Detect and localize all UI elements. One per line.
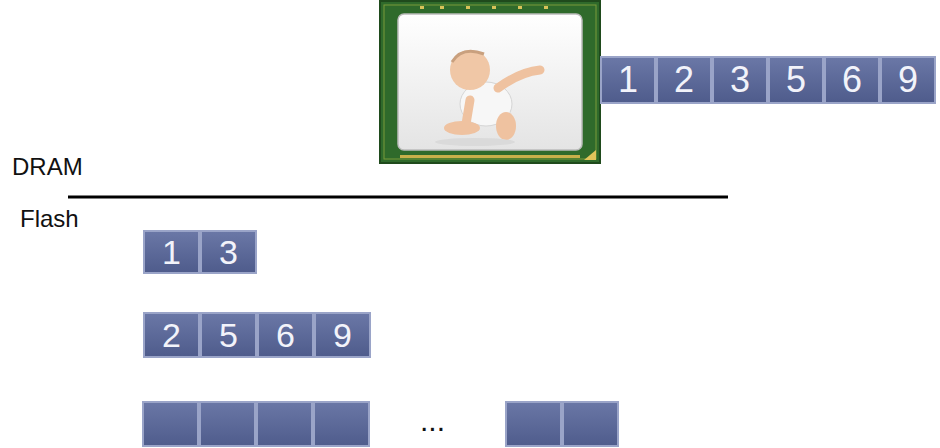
cell-number: 3 (730, 62, 750, 98)
chip-pad (544, 6, 548, 9)
memory-label: DRAM (12, 154, 83, 180)
cell-number: 3 (219, 235, 238, 269)
baby-leg (496, 112, 516, 140)
memory-cell: 2 (656, 56, 712, 104)
empty-cell (200, 402, 255, 446)
chip-trace (384, 5, 596, 159)
baby-head (450, 50, 490, 90)
empty-cell-row (143, 402, 618, 446)
memory-cell: 6 (257, 312, 314, 358)
memory-cell: 5 (768, 56, 824, 104)
chip-corner-mark (584, 150, 596, 160)
memory-cell: 5 (200, 312, 257, 358)
cell-number: 1 (162, 235, 181, 269)
empty-cell (143, 402, 198, 446)
photo-frame (398, 14, 582, 150)
cell-number: 2 (162, 318, 181, 352)
memory-cell: 9 (880, 56, 936, 104)
chip-pad-strip (400, 155, 580, 158)
memory-label: Flash (20, 206, 79, 232)
cell-number: 1 (618, 62, 638, 98)
baby-shadow (435, 138, 515, 146)
chip-illustration (380, 1, 600, 163)
empty-cell (506, 402, 561, 446)
memory-cell: 2 (143, 312, 200, 358)
memory-cell: 1 (600, 56, 656, 104)
memory-cell: 3 (712, 56, 768, 104)
ellipsis: ... (420, 404, 445, 437)
cell-number: 5 (786, 62, 806, 98)
chip-pad (492, 6, 496, 9)
empty-cell (563, 402, 618, 446)
divider-line (68, 196, 728, 199)
baby-arm (498, 70, 540, 88)
cell-number: 9 (898, 62, 918, 98)
baby-hair (452, 51, 484, 62)
baby-arm (466, 100, 470, 124)
cell-number: 9 (333, 318, 352, 352)
cell-number: 6 (842, 62, 862, 98)
cell-number: 5 (219, 318, 238, 352)
memory-cell: 3 (200, 230, 257, 274)
chip-pad (466, 6, 470, 9)
cell-number: 6 (276, 318, 295, 352)
baby-figure (435, 50, 540, 146)
cell-number: 2 (674, 62, 694, 98)
chip-board (380, 1, 600, 163)
chip-pad (440, 6, 444, 9)
chip-pad (518, 6, 522, 9)
memory-cell: 6 (824, 56, 880, 104)
chip-pad (420, 6, 424, 9)
empty-cell (314, 402, 369, 446)
memory-cell: 1 (143, 230, 200, 274)
empty-cell (257, 402, 312, 446)
memory-cell: 9 (314, 312, 371, 358)
